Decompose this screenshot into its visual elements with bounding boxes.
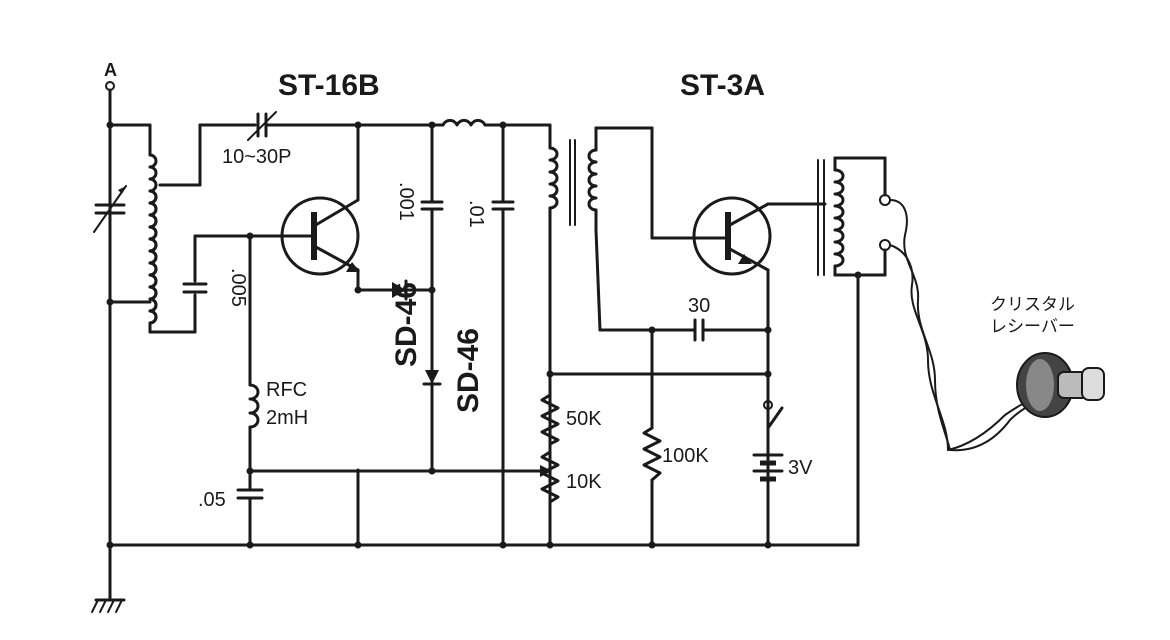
diode-sd46-1	[392, 279, 408, 301]
antenna-terminal	[105, 81, 115, 127]
res-100k-label: 100K	[662, 445, 709, 467]
cap-005-label: .005	[227, 268, 249, 307]
power-switch	[763, 400, 784, 430]
junction-dots	[106, 121, 862, 549]
transistor-st16b	[280, 196, 360, 276]
interstage-transformer	[548, 139, 598, 226]
earphone-label-line2: レシーバー	[990, 317, 1075, 337]
cap-001-label: .001	[395, 182, 417, 221]
capacitor-005	[182, 282, 208, 294]
cap-01-label: .01	[465, 200, 487, 228]
rfc-label-line2: 2mH	[266, 407, 308, 429]
variable-tuning-capacitor	[93, 185, 127, 233]
antenna-coil	[148, 153, 158, 325]
output-transformer	[817, 159, 845, 276]
antenna-label: A	[104, 60, 117, 80]
diode-2-label: SD-46	[452, 328, 485, 413]
res-10k-label: 10K	[566, 471, 602, 493]
res-50k-label: 50K	[566, 408, 602, 430]
crystal-earphone-icon	[1016, 352, 1105, 418]
rfc-label-line1: RFC	[266, 379, 307, 401]
resistor-50k	[540, 393, 560, 446]
trimmer-cap-label: 10~30P	[222, 146, 292, 168]
battery-label: 3V	[788, 457, 813, 479]
earphone-label-line1: クリスタル	[990, 295, 1075, 315]
rfc-choke	[248, 383, 260, 429]
ground-symbol	[91, 598, 126, 613]
transistor-st3a	[650, 196, 772, 276]
stage2-transistor-label: ST-3A	[680, 69, 765, 102]
cap-05-label: .05	[198, 489, 226, 511]
rf-choke-coil	[441, 118, 487, 127]
resistor-100k	[642, 426, 662, 482]
potentiometer-10k	[540, 450, 560, 504]
earphone-cord	[889, 199, 1041, 452]
diode-1-label: SD-46	[390, 282, 423, 367]
diode-sd46-2	[422, 370, 442, 386]
cap-30-label: 30	[688, 295, 710, 317]
stage1-transistor-label: ST-16B	[278, 69, 380, 102]
